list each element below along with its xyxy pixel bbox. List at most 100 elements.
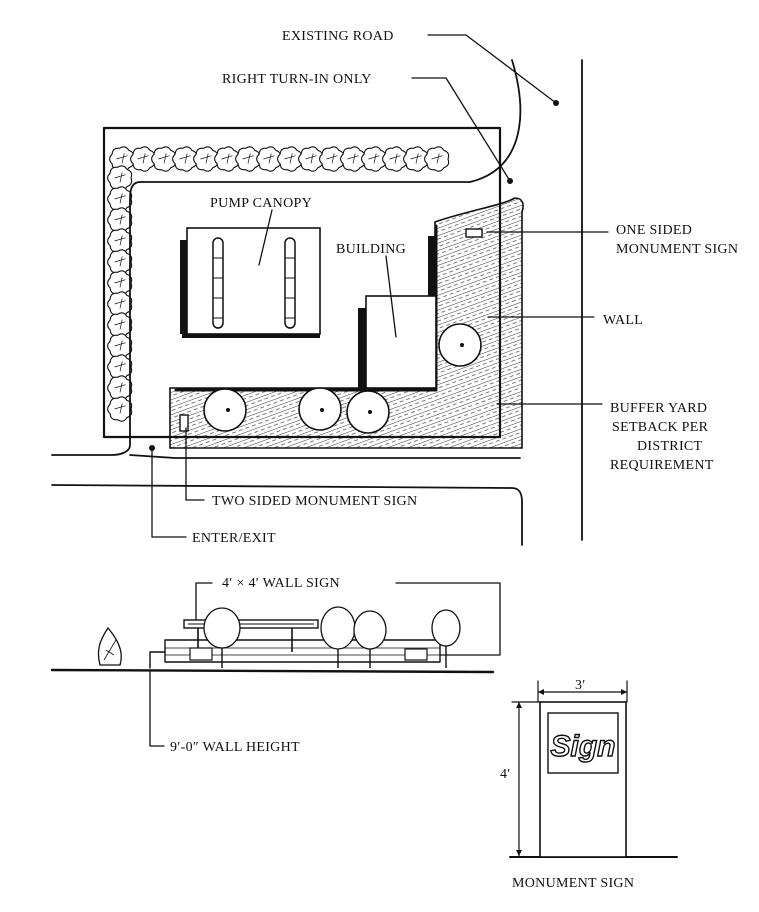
- hedge-shrub: [107, 186, 133, 212]
- label-wall: WALL: [603, 313, 643, 328]
- building: [358, 236, 437, 389]
- ground-line: [50, 668, 495, 674]
- hedge-shrub: [107, 249, 133, 275]
- hedge-shrub: [107, 207, 133, 233]
- driveway-curb: [51, 59, 522, 456]
- hedge-shrub: [107, 354, 133, 380]
- hedge-shrub-detail: [242, 153, 254, 164]
- hedge-shrub-detail: [284, 153, 296, 164]
- label-one-sided-sign-2: MONUMENT SIGN: [616, 242, 738, 257]
- monument-height-dimension: [511, 701, 541, 857]
- wall-sign-left: [189, 647, 213, 661]
- hedge-shrub: [214, 146, 240, 172]
- hedge-shrub-detail: [114, 256, 126, 267]
- hedge-shrub-detail: [347, 153, 359, 164]
- hedge-shrub: [107, 291, 133, 317]
- hedge-shrub: [107, 375, 133, 401]
- elevation-tree: [431, 609, 461, 668]
- hedge-shrub-detail: [114, 340, 126, 351]
- hedge-shrub-detail: [114, 403, 126, 414]
- one-sided-monument-sign: [465, 228, 483, 238]
- hedge-shrub: [193, 146, 219, 172]
- elevation-leaders: [149, 582, 501, 747]
- label-pump-canopy: PUMP CANOPY: [210, 196, 312, 211]
- leader-lines: [151, 34, 609, 538]
- hedge-shrub-detail: [389, 153, 401, 164]
- hedge-shrub: [277, 146, 303, 172]
- wall-elevation: 4′ × 4′ WALL SIGN 9′-0″ WALL HEIGHT: [50, 576, 501, 755]
- hedge-shrub-detail: [368, 153, 380, 164]
- south-road-curb-upper: [129, 454, 521, 459]
- hedge-shrub: [340, 146, 366, 172]
- monument-width-dimension: [537, 680, 628, 703]
- label-wall-sign: 4′ × 4′ WALL SIGN: [222, 576, 340, 591]
- hedge-shrub-detail: [431, 153, 443, 164]
- label-monument-width: 3′: [575, 678, 586, 693]
- site-plan: EXISTING ROAD RIGHT TURN-IN ONLY PUMP CA…: [51, 29, 738, 546]
- two-sided-monument-sign: [179, 414, 189, 432]
- hedge-shrub: [424, 146, 450, 172]
- label-two-sided-sign: TWO SIDED MONUMENT SIGN: [212, 494, 417, 509]
- hedge-shrub-detail: [326, 153, 338, 164]
- monument-sign-word: Sign: [551, 730, 616, 763]
- hedge-shrub-detail: [114, 214, 126, 225]
- wall-sign-right: [404, 648, 428, 661]
- elevation-tree: [320, 606, 356, 668]
- hedge-shrub: [107, 333, 133, 359]
- monument-sign-panel: [547, 712, 619, 774]
- hedge-shrub-detail: [114, 319, 126, 330]
- buffer-tree: [346, 390, 390, 434]
- label-building: BUILDING: [336, 242, 406, 257]
- hedge-shrub: [107, 270, 133, 296]
- label-buffer-yard-4: REQUIREMENT: [610, 458, 714, 473]
- label-existing-road: EXISTING ROAD: [282, 29, 394, 44]
- hedge-landscaping: [107, 146, 450, 422]
- elevation-tree: [353, 610, 387, 668]
- elevation-tree: [203, 607, 241, 668]
- hedge-shrub-detail: [200, 153, 212, 164]
- label-monument-height: 4′: [500, 767, 511, 782]
- hedge-shrub-detail: [263, 153, 275, 164]
- buffer-tree: [438, 323, 482, 367]
- hedge-shrub: [130, 146, 156, 172]
- hedge-shrub-detail: [158, 153, 170, 164]
- label-buffer-yard-3: DISTRICT: [637, 439, 703, 454]
- hedge-shrub: [107, 165, 133, 191]
- buffer-yard: [169, 197, 524, 449]
- label-monument-sign: MONUMENT SIGN: [512, 876, 634, 891]
- hedge-shrub: [235, 146, 261, 172]
- hedge-shrub: [151, 146, 177, 172]
- hedge-shrub-detail: [114, 361, 126, 372]
- hedge-shrub-detail: [305, 153, 317, 164]
- hedge-shrub-detail: [221, 153, 233, 164]
- hedge-shrub-detail: [116, 153, 128, 164]
- hedge-shrub-detail: [137, 153, 149, 164]
- buffer-tree: [203, 388, 247, 432]
- hedge-shrub: [403, 146, 429, 172]
- label-one-sided-sign-1: ONE SIDED: [616, 223, 692, 238]
- label-buffer-yard-2: SETBACK PER: [612, 420, 709, 435]
- hedge-shrub: [109, 146, 135, 172]
- hedge-shrub: [319, 146, 345, 172]
- hedge-shrub: [172, 146, 198, 172]
- hedge-shrub: [298, 146, 324, 172]
- hedge-shrub-detail: [179, 153, 191, 164]
- hedge-shrub-detail: [114, 382, 126, 393]
- hedge-shrub-detail: [114, 277, 126, 288]
- wall-post: [149, 651, 166, 669]
- hedge-shrub: [107, 228, 133, 254]
- hedge-shrub: [382, 146, 408, 172]
- elevation-tree: [97, 626, 122, 666]
- label-enter-exit: ENTER/EXIT: [192, 531, 276, 546]
- hedge-shrub-detail: [114, 235, 126, 246]
- monument-sign-detail: 3′ 4′ Sign MONUMENT SIGN: [500, 678, 678, 891]
- pump-canopy: [180, 227, 321, 338]
- south-road-curb-lower: [51, 484, 523, 546]
- hedge-shrub: [107, 396, 133, 422]
- hedge-shrub-detail: [114, 193, 126, 204]
- label-wall-height: 9′-0″ WALL HEIGHT: [170, 740, 300, 755]
- hedge-shrub-detail: [114, 172, 126, 183]
- label-buffer-yard-1: BUFFER YARD: [610, 401, 707, 416]
- label-right-turn-in-only: RIGHT TURN-IN ONLY: [222, 72, 372, 87]
